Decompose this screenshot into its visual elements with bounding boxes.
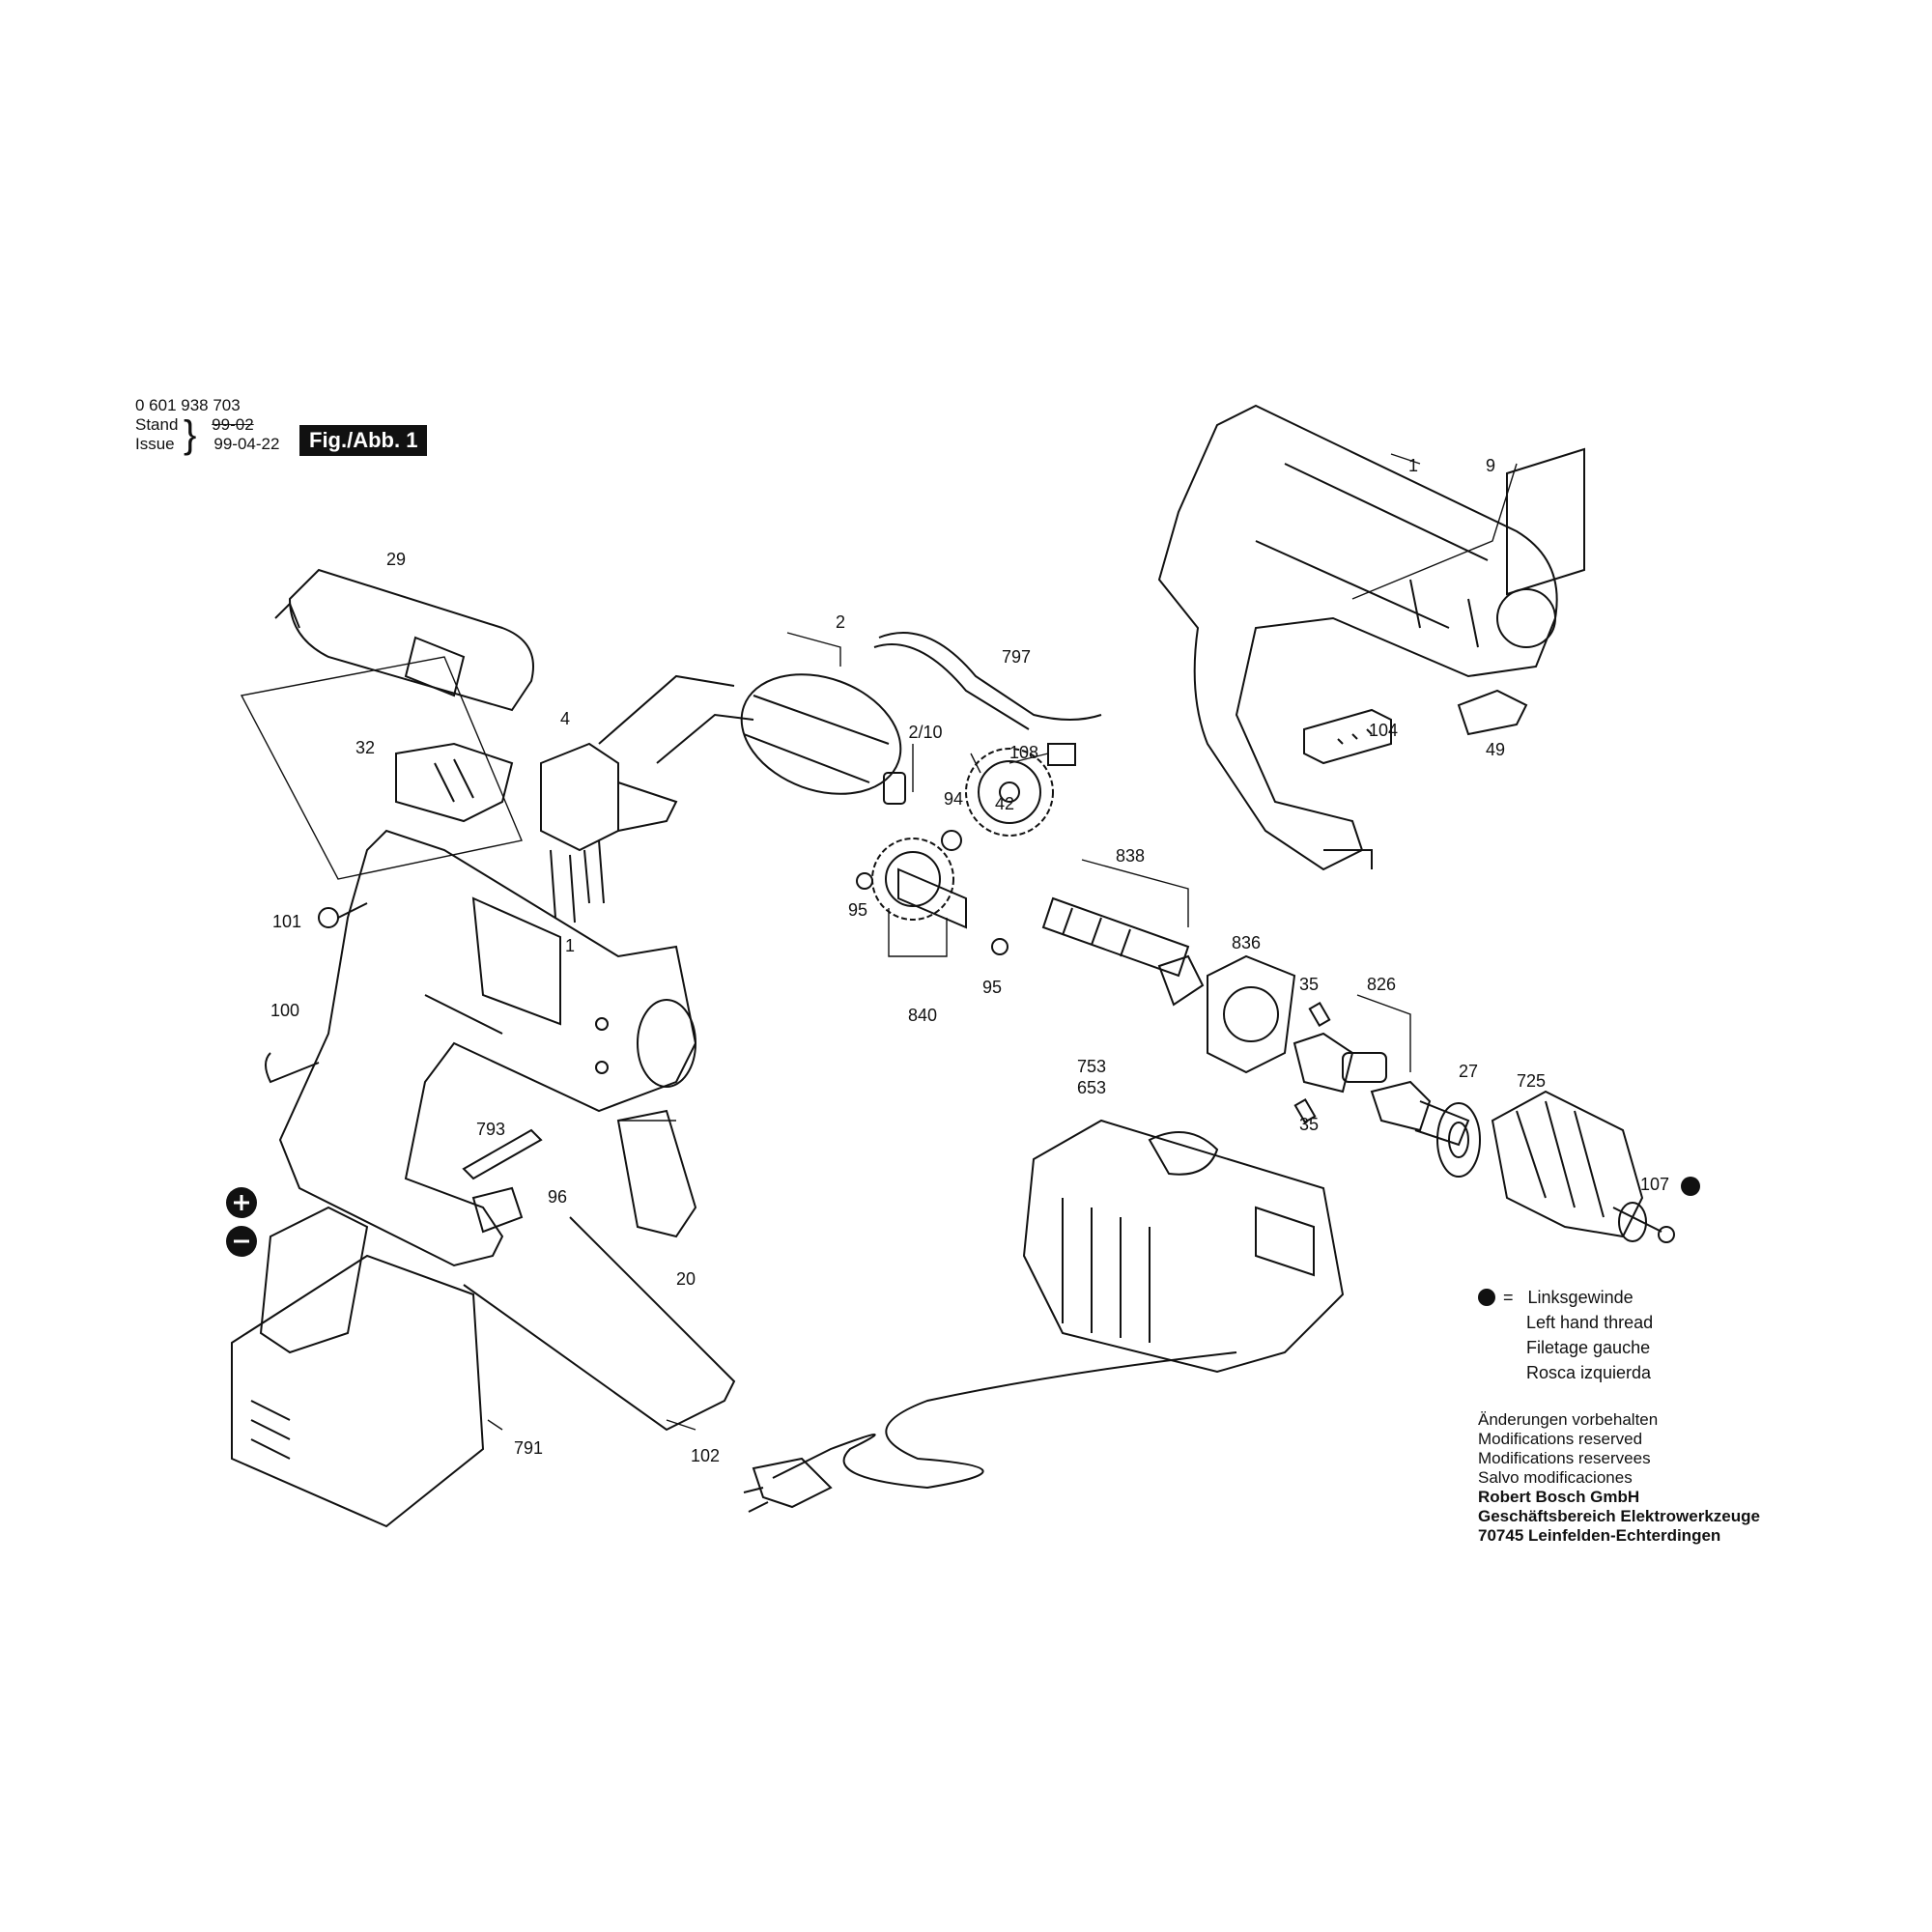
part-label-102: 102 bbox=[691, 1446, 720, 1465]
wire-harness bbox=[873, 632, 1102, 766]
part-label-2-10: 2/10 bbox=[908, 723, 942, 742]
part-label-653: 653 bbox=[1077, 1078, 1106, 1097]
legend-dot-icon bbox=[1478, 1289, 1495, 1306]
battery-pack bbox=[231, 1206, 485, 1528]
issue-label: Issue bbox=[135, 435, 175, 453]
part-label-42: 42 bbox=[995, 794, 1014, 813]
issue-value: 99-04-22 bbox=[213, 435, 280, 453]
housing-half-left bbox=[278, 829, 697, 1267]
gear-840 bbox=[871, 838, 967, 929]
part-label-107: 107 bbox=[1640, 1175, 1669, 1194]
gear-42 bbox=[965, 748, 1054, 837]
screwdriver-bit bbox=[462, 1128, 543, 1180]
bearing-plate bbox=[1157, 954, 1296, 1074]
euro-plug bbox=[743, 1457, 833, 1513]
part-label-836: 836 bbox=[1232, 933, 1261, 952]
part-label-9: 9 bbox=[1486, 456, 1495, 475]
part-label-725: 725 bbox=[1517, 1071, 1546, 1091]
minus-terminal-icon bbox=[226, 1226, 257, 1257]
seal-102 bbox=[463, 1216, 736, 1432]
threaded-shaft bbox=[1370, 1080, 1470, 1147]
part-label-108: 108 bbox=[1009, 743, 1038, 762]
part-label-753: 753 bbox=[1077, 1057, 1106, 1076]
housing-half-right bbox=[1157, 404, 1558, 871]
part-label-35b: 35 bbox=[1299, 1115, 1319, 1134]
part-label-840: 840 bbox=[908, 1006, 937, 1025]
washer-95b bbox=[991, 938, 1009, 955]
part-label-35a: 35 bbox=[1299, 975, 1319, 994]
company-division: Geschäftsbereich Elektrowerkzeuge bbox=[1478, 1507, 1760, 1525]
part-label-29: 29 bbox=[386, 550, 406, 569]
mods-line-2: Modifications reserved bbox=[1478, 1430, 1643, 1448]
part-label-27: 27 bbox=[1459, 1062, 1478, 1081]
plus-terminal-icon bbox=[226, 1187, 257, 1218]
part-label-95a: 95 bbox=[848, 900, 867, 920]
left-hand-thread-dot-icon bbox=[1681, 1177, 1700, 1196]
figure-label: Fig./Abb. 1 bbox=[299, 425, 428, 456]
switch-module bbox=[540, 742, 678, 923]
nameplate bbox=[616, 1109, 697, 1238]
ball-bearing bbox=[1436, 1102, 1481, 1178]
part-label-104: 104 bbox=[1369, 721, 1398, 740]
mods-line-1: Änderungen vorbehalten bbox=[1478, 1410, 1659, 1429]
part-label-793: 793 bbox=[476, 1120, 505, 1139]
bushing-94 bbox=[941, 830, 962, 851]
legend: = Linksgewinde Left hand thread Filetage… bbox=[1478, 1285, 1653, 1385]
battery-cover bbox=[274, 568, 534, 712]
legend-line-3: Filetage gauche bbox=[1526, 1338, 1651, 1357]
part-label-797: 797 bbox=[1002, 647, 1031, 667]
mods-line-4: Salvo modificaciones bbox=[1478, 1468, 1633, 1487]
mods-line-3: Modifications reservees bbox=[1478, 1449, 1651, 1467]
brace-icon: } bbox=[184, 413, 197, 456]
part-label-826: 826 bbox=[1367, 975, 1396, 994]
power-cord bbox=[772, 1351, 1237, 1490]
wire-100 bbox=[265, 1052, 320, 1084]
part-label-838: 838 bbox=[1116, 846, 1145, 866]
label-plate bbox=[1506, 447, 1585, 596]
contact-plate bbox=[1303, 708, 1392, 765]
part-label-94: 94 bbox=[944, 789, 963, 809]
part-label-96: 96 bbox=[548, 1187, 567, 1207]
spring-clip bbox=[1457, 689, 1528, 736]
washer-95a bbox=[856, 872, 873, 890]
charger bbox=[1022, 1119, 1345, 1374]
keyless-chuck bbox=[1491, 1090, 1647, 1242]
part-label-1-right: 1 bbox=[1408, 456, 1418, 475]
part-label-1-left: 1 bbox=[565, 936, 575, 955]
bit-holder bbox=[471, 1186, 524, 1234]
screw-101 bbox=[318, 902, 368, 928]
legend-line-1: Linksgewinde bbox=[1527, 1288, 1634, 1307]
legend-line-2: Left hand thread bbox=[1526, 1313, 1654, 1332]
part-label-791: 791 bbox=[514, 1438, 543, 1458]
left-hand-screw bbox=[1612, 1207, 1675, 1243]
battery-latch bbox=[395, 742, 514, 823]
spindle bbox=[1041, 896, 1190, 978]
part-label-95b: 95 bbox=[982, 978, 1002, 997]
legend-equals: = bbox=[1503, 1288, 1514, 1307]
part-label-20: 20 bbox=[676, 1269, 696, 1289]
company-address: 70745 Leinfelden-Echterdingen bbox=[1478, 1526, 1721, 1545]
coupling bbox=[1293, 1001, 1387, 1124]
stand-label: Stand bbox=[135, 415, 179, 434]
part-label-32: 32 bbox=[355, 738, 375, 757]
part-number: 0 601 938 703 bbox=[135, 396, 241, 414]
stand-value: 99-02 bbox=[212, 415, 254, 434]
part-label-101: 101 bbox=[272, 912, 301, 931]
part-label-2: 2 bbox=[836, 612, 845, 632]
modifications-notice: Änderungen vorbehalten Modifications res… bbox=[1478, 1410, 1760, 1546]
document-header: 0 601 938 703 Stand 99-02 Issue 99-04-22… bbox=[135, 396, 279, 454]
legend-line-4: Rosca izquierda bbox=[1526, 1363, 1652, 1382]
part-label-100: 100 bbox=[270, 1001, 299, 1020]
part-label-4: 4 bbox=[560, 709, 570, 728]
company-name: Robert Bosch GmbH bbox=[1478, 1488, 1640, 1506]
motor bbox=[598, 673, 906, 805]
part-label-49: 49 bbox=[1486, 740, 1505, 759]
